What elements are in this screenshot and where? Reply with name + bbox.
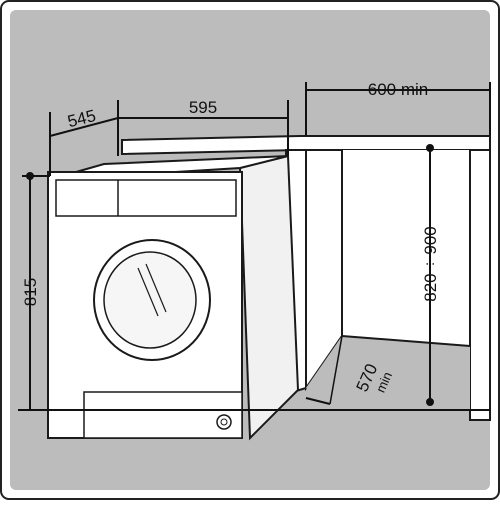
label-width: 595 <box>189 98 217 117</box>
plinth <box>83 391 243 439</box>
dimension-lines <box>22 82 491 411</box>
machine-side <box>238 154 300 441</box>
washing-machine <box>47 154 300 441</box>
niche-back-wall <box>340 150 490 356</box>
label-height: 815 <box>21 278 40 306</box>
niche-right-panel <box>469 149 491 421</box>
control-panel <box>55 179 237 217</box>
door-glass <box>103 251 197 349</box>
label-niche-height: 820 ÷ 900 <box>421 226 440 302</box>
label-niche-width: 600 min <box>368 80 428 99</box>
